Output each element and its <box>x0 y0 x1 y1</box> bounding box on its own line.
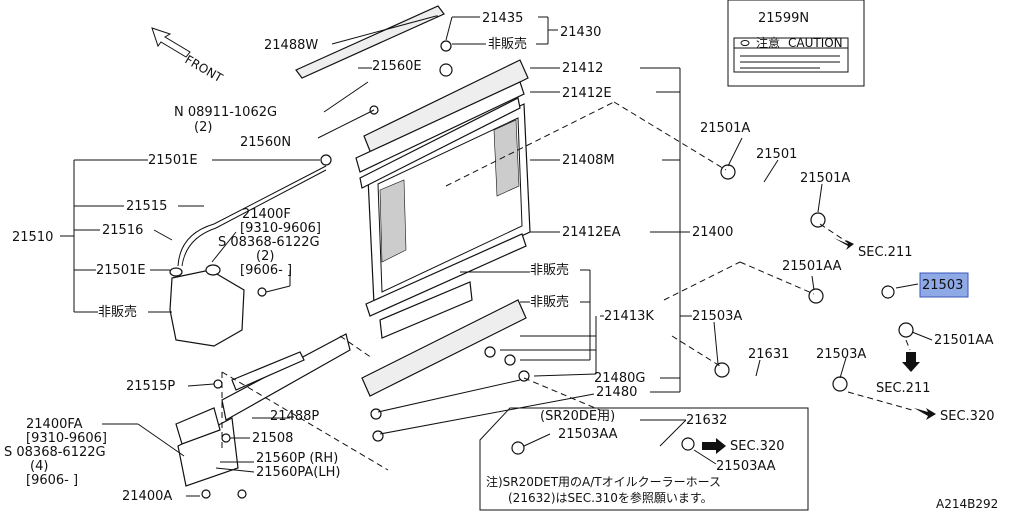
label-21632: 21632 <box>686 413 727 428</box>
caution-text-en: CAUTION <box>788 36 843 50</box>
label-21503aa-2: 21503AA <box>716 459 776 474</box>
label-hanbai-3: 非販売 <box>98 304 137 320</box>
hose-21503 <box>826 284 898 331</box>
label-21516: 21516 <box>102 223 143 238</box>
label-21503: 21503 <box>922 278 963 293</box>
front-label: FRONT <box>183 52 226 85</box>
leader-lines <box>60 15 933 497</box>
label-08911-1062g: N 08911-1062G <box>174 105 277 120</box>
label-21480: 21480 <box>596 385 637 400</box>
fasteners <box>201 40 530 499</box>
sr20de-inset-box <box>479 407 809 511</box>
label-21400: 21400 <box>692 225 733 240</box>
label-21560p: 21560P (RH) <box>256 451 338 466</box>
label-21560e: 21560E <box>372 59 422 74</box>
label-21412: 21412 <box>562 61 603 76</box>
radiator-core <box>367 103 531 305</box>
reservoir-tank <box>169 165 327 347</box>
front-arrow-icon <box>151 27 191 58</box>
label-21503a-2: 21503A <box>816 347 866 362</box>
radiator-bottom-tank <box>361 233 527 397</box>
label-21430: 21430 <box>560 25 601 40</box>
label-21400fa: 21400FA <box>26 417 83 432</box>
label-21515: 21515 <box>126 199 167 214</box>
label-21501aa-1: 21501AA <box>782 259 842 274</box>
label-21510: 21510 <box>12 230 53 245</box>
label-21412ea: 21412EA <box>562 225 621 240</box>
sec-arrow-icons <box>702 238 936 454</box>
label-21435: 21435 <box>482 11 523 26</box>
label-sr20de: (SR20DE用) <box>540 409 615 424</box>
hose-21631 <box>735 368 833 384</box>
label-21400a: 21400A <box>122 489 172 504</box>
label-21480g: 21480G <box>594 371 645 386</box>
label-21408m: 21408M <box>562 153 615 168</box>
caution-label-box <box>727 0 865 87</box>
radiator-top-tank <box>355 59 529 189</box>
label-21501: 21501 <box>756 147 797 162</box>
label-21501a-2: 21501A <box>800 171 850 186</box>
label-08368-b-qty: (4) <box>30 459 48 474</box>
label-21631: 21631 <box>748 347 789 362</box>
label-sec320-a: SEC.320 <box>940 409 995 424</box>
bracket-21488p <box>221 333 351 421</box>
caution-part-number: 21599N <box>758 11 809 26</box>
label-21501e-mid: 21501E <box>96 263 146 278</box>
caution-text-jp: 注意 <box>756 35 780 50</box>
label-21515p: 21515P <box>126 379 175 394</box>
label-21412e: 21412E <box>562 86 612 101</box>
label-21501e-top: 21501E <box>148 153 198 168</box>
label-08911-qty: (2) <box>194 120 212 135</box>
highlight-21503 <box>919 272 969 298</box>
label-hanbai-1: 非販売 <box>488 36 527 52</box>
label-21400f: 21400F <box>242 207 291 222</box>
label-sec211-b: SEC.211 <box>876 381 931 396</box>
label-21400f-range1: [9310-9606] <box>240 221 321 236</box>
label-21488p: 21488P <box>270 409 319 424</box>
hose-21501 <box>730 172 814 220</box>
label-21503a-1: 21503A <box>692 309 742 324</box>
label-21488w: 21488W <box>264 38 318 53</box>
label-hanbai-2: 非販売 <box>530 262 569 278</box>
label-21400f-range2: [9606- ] <box>240 263 292 278</box>
label-sec211-a: SEC.211 <box>858 245 913 260</box>
diagram-id: A214B292 <box>936 497 998 511</box>
label-sec320-b: SEC.320 <box>730 439 785 454</box>
label-21503aa-1: 21503AA <box>558 427 618 442</box>
label-08368-a: S 08368-6122G <box>218 235 320 250</box>
label-21400fa-range1: [9310-9606] <box>26 431 107 446</box>
label-21501a-1: 21501A <box>700 121 750 136</box>
bracket-21400fa <box>175 407 239 487</box>
note-line-2: (21632)はSEC.310を参照願います。 <box>508 490 713 505</box>
label-08368-b: S 08368-6122G <box>4 445 106 460</box>
note-line-1: 注)SR20DET用のA/Tオイルクーラーホース <box>486 474 721 489</box>
hose-clamps <box>511 164 914 455</box>
label-21501aa-2: 21501AA <box>934 333 994 348</box>
hose-21632 <box>532 443 685 469</box>
label-21508: 21508 <box>252 431 293 446</box>
label-08368-a-qty: (2) <box>256 249 274 264</box>
label-hanbai-4: 非販売 <box>530 294 569 310</box>
label-21413k: 21413K <box>604 309 654 324</box>
label-21560pa: 21560PA(LH) <box>256 465 340 480</box>
label-21560n: 21560N <box>240 135 291 150</box>
dashed-routing-lines <box>221 101 913 471</box>
label-21400fa-range2: [9606- ] <box>26 473 78 488</box>
